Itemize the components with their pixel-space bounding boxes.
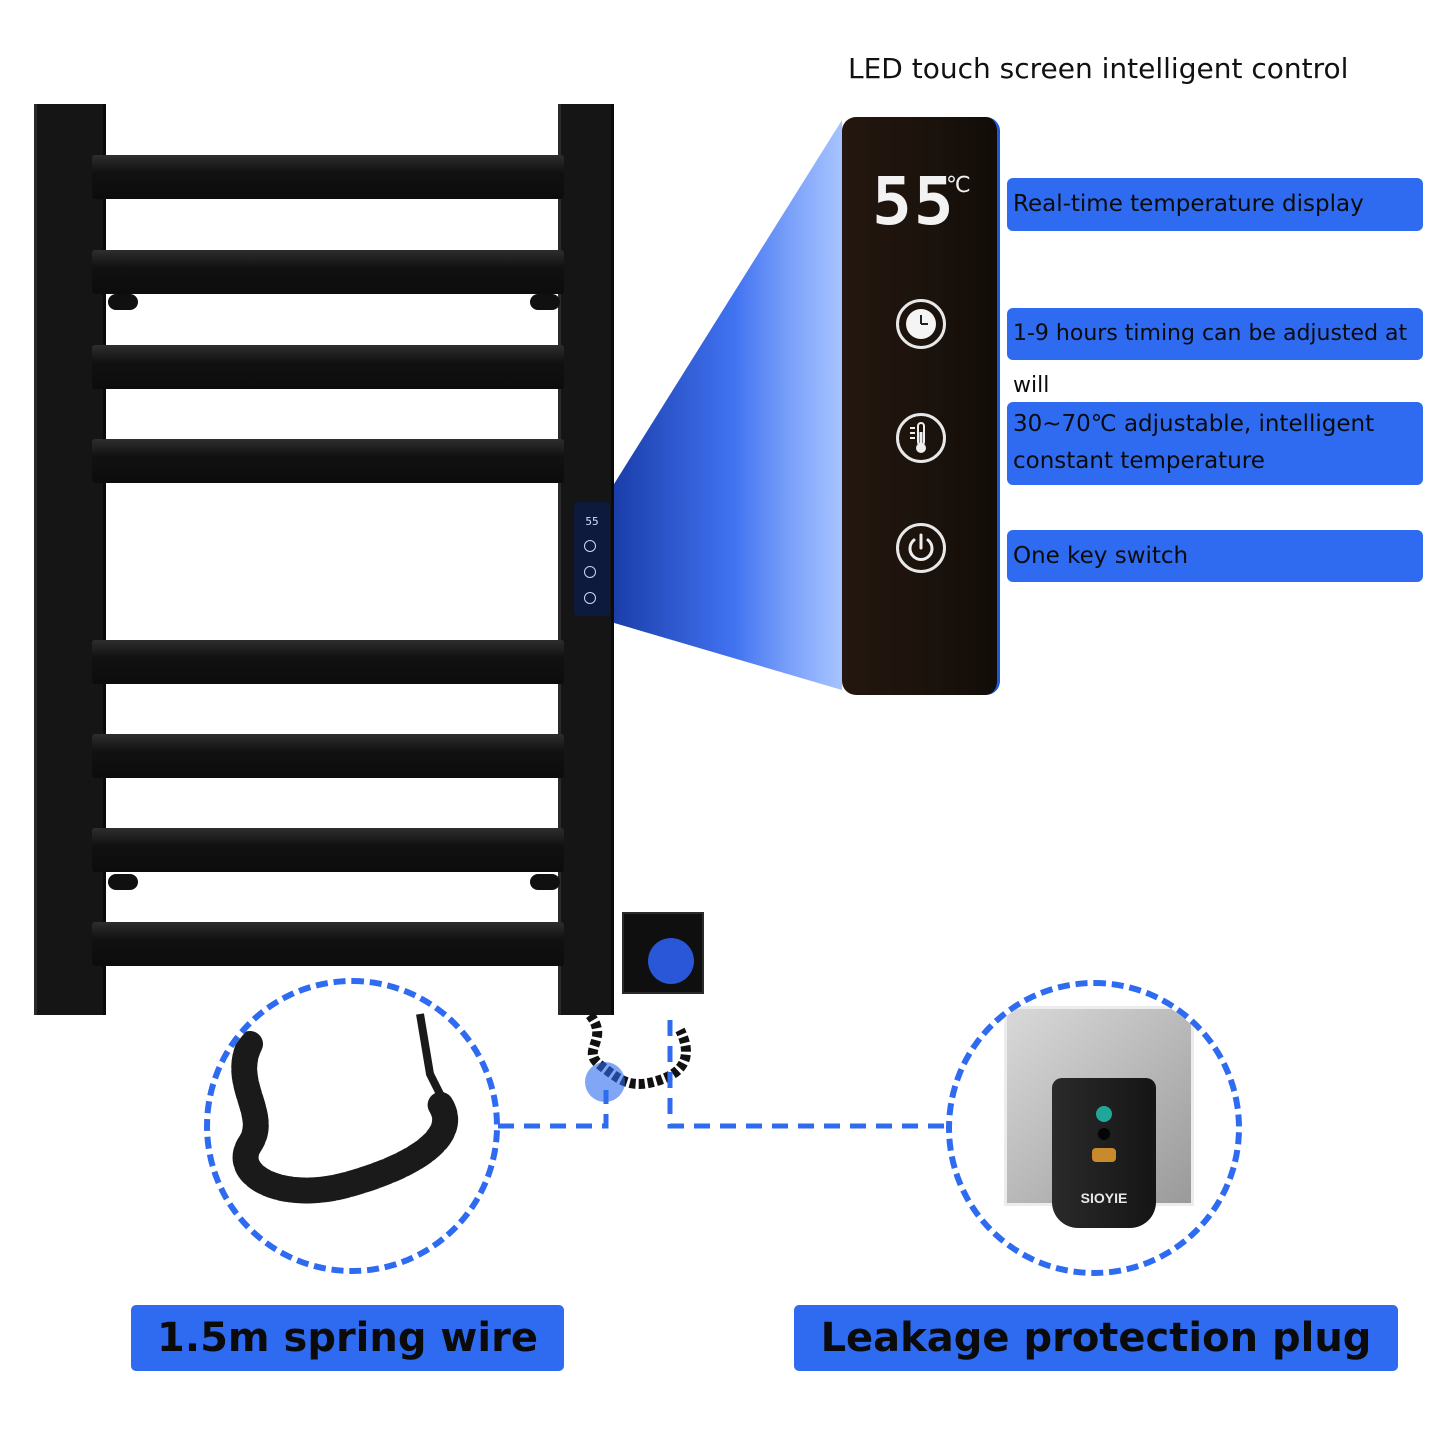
feature-adjustable-line1: 30~70℃ adjustable, intelligent — [1013, 411, 1375, 437]
feature-adjustable-temperature: 30~70℃ adjustable, intelligent constant … — [1007, 402, 1423, 485]
feature-adjustable-line2: constant temperature — [1013, 448, 1265, 474]
thermometer-icon — [584, 566, 596, 578]
leakage-protection-plug: SIOYIE — [1052, 1078, 1156, 1228]
spring-wire-callout — [204, 978, 500, 1274]
clock-icon — [584, 540, 596, 552]
rail-temperature-readout: 55 — [585, 515, 599, 528]
test-button — [1098, 1128, 1110, 1140]
rail-rung — [92, 734, 564, 778]
plug-brand-label: SIOYIE — [1080, 1190, 1128, 1206]
rail-rung — [92, 828, 564, 872]
headline: LED touch screen intelligent control — [848, 52, 1349, 85]
control-panel: 55 ℃ — [842, 117, 1000, 695]
indicator-light — [1096, 1106, 1112, 1122]
rail-control-strip: 55 — [574, 502, 610, 616]
feature-one-key-switch: One key switch — [1007, 530, 1423, 582]
temperature-unit: ℃ — [946, 173, 971, 198]
rail-rung — [92, 345, 564, 389]
wall-bracket — [108, 874, 138, 890]
rail-rung — [92, 439, 564, 483]
clock-icon[interactable] — [896, 299, 946, 349]
power-icon — [584, 592, 596, 604]
rail-rung — [92, 155, 564, 199]
wall-bracket — [530, 874, 560, 890]
leakage-plug-tag: Leakage protection plug — [794, 1305, 1398, 1371]
power-icon[interactable] — [896, 523, 946, 573]
wall-bracket — [530, 294, 560, 310]
rail-rung — [92, 922, 564, 966]
leakage-plug-callout: SIOYIE — [946, 980, 1242, 1276]
temperature-readout: 55 — [872, 163, 956, 240]
rail-rung — [92, 640, 564, 684]
wall-bracket — [108, 294, 138, 310]
plugged-plug — [648, 938, 694, 984]
reset-button — [1092, 1148, 1116, 1162]
spring-wire-tag: 1.5m spring wire — [131, 1305, 564, 1371]
coiled-cable — [585, 1011, 691, 1102]
spring-wire-image — [231, 1013, 459, 1204]
rail-rung — [92, 250, 564, 294]
feature-temperature-display: Real-time temperature display — [1007, 178, 1423, 231]
feature-timing: 1-9 hours timing can be adjusted at will — [1007, 308, 1423, 398]
thermometer-icon[interactable] — [896, 413, 946, 463]
